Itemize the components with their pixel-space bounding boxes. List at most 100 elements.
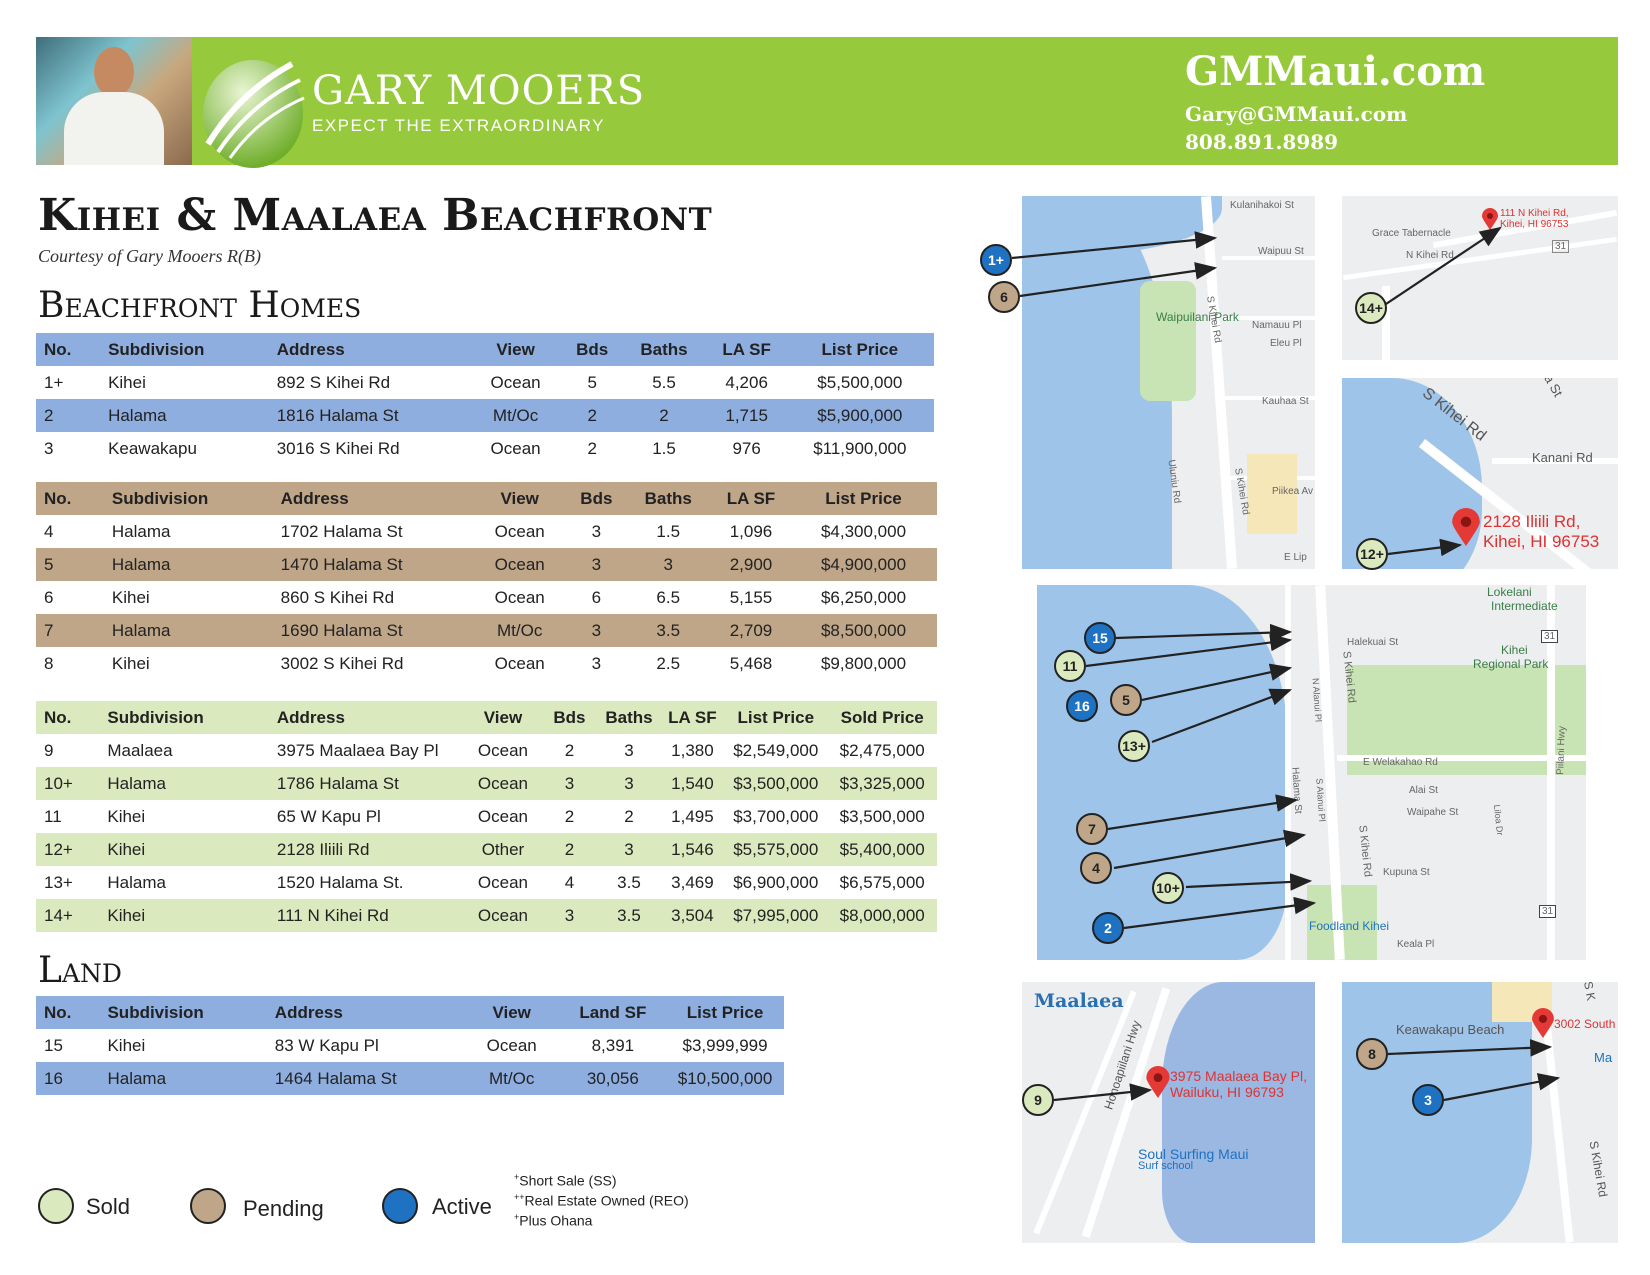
table-cell: 1,096 — [729, 521, 773, 541]
table-cell: 5,155 — [729, 587, 773, 607]
marker-9[interactable]: 9 — [1022, 1084, 1054, 1116]
table-cell: $5,575,000 — [724, 833, 828, 866]
table-cell: Maalaea — [107, 740, 173, 760]
landmark-label: Grace Tabernacle — [1372, 228, 1451, 239]
street-label: S Kihei Rd — [1340, 650, 1358, 704]
table-cell: Halama — [103, 614, 273, 647]
table-cell: $8,500,000 — [790, 614, 937, 647]
column-header: Baths — [624, 482, 712, 515]
table-cell: Halama — [99, 767, 269, 800]
map-pin-icon — [1532, 1008, 1554, 1038]
legend-active-label: Active — [432, 1194, 492, 1219]
footnote-ohana: +Plus Ohana — [514, 1212, 593, 1229]
table-cell: $6,575,000 — [839, 872, 925, 892]
table-cell: 7 — [36, 614, 104, 647]
marker-1[interactable]: 1+ — [980, 244, 1012, 276]
table-cell: Ocean — [477, 806, 529, 826]
marker-14[interactable]: 14+ — [1355, 292, 1387, 324]
column-header: Baths — [620, 333, 708, 366]
table-cell: 65 W Kapu Pl — [276, 806, 381, 826]
table-cell: 15 — [44, 1035, 63, 1055]
table-cell: $3,500,000 — [724, 767, 828, 800]
table-cell: Ocean — [494, 521, 545, 541]
table-cell: 2.5 — [656, 653, 681, 673]
column-header: List Price — [790, 482, 937, 515]
column-header: No. — [36, 482, 104, 515]
legend-pending-label: Pending — [243, 1196, 324, 1221]
table-cell: 2 — [620, 399, 708, 432]
table-cell: Kihei — [99, 833, 269, 866]
column-header: Subdivision — [99, 996, 267, 1029]
website-link[interactable]: GMMaui.com — [1185, 48, 1486, 95]
marker-12[interactable]: 12+ — [1356, 538, 1388, 570]
table-cell: 3 — [624, 548, 712, 581]
table-cell: 8 — [44, 653, 54, 673]
column-header: View — [463, 996, 560, 1029]
street-label: Kauhaa St — [1262, 396, 1309, 407]
column-header: View — [467, 333, 564, 366]
marker-16[interactable]: 16 — [1066, 690, 1098, 722]
street-label: Liloa Dr — [1491, 804, 1506, 836]
table-cell: 1.5 — [652, 438, 676, 458]
table-cell: $4,300,000 — [820, 521, 907, 541]
table-cell: 1,546 — [660, 833, 725, 866]
legend-sold-swatch — [38, 1188, 74, 1224]
column-header: Address — [266, 996, 464, 1029]
table-cell: Halama — [99, 1062, 267, 1095]
table-cell: 3 — [541, 899, 598, 932]
courtesy-line: Courtesy of Gary Mooers R(B) — [38, 246, 261, 266]
street-label: a St — [1541, 378, 1566, 400]
street-label: E Welakahao Rd — [1363, 757, 1438, 768]
table-cell: Other — [464, 833, 542, 866]
email-link[interactable]: Gary@GMMaui.com — [1185, 102, 1408, 126]
table-cell: 6.5 — [656, 587, 681, 607]
table-cell: 8,391 — [591, 1035, 635, 1055]
table-cell: Ocean — [477, 740, 529, 760]
footnote-short-sale: +Short Sale (SS) — [514, 1172, 617, 1189]
table-cell: Kihei — [99, 899, 269, 932]
column-header: Address — [272, 482, 472, 515]
marker-6[interactable]: 6 — [988, 281, 1020, 313]
agent-photo — [36, 37, 192, 165]
marker-4[interactable]: 4 — [1080, 852, 1112, 884]
table-cell: Ocean — [494, 653, 545, 673]
table-cell: 30,056 — [559, 1062, 667, 1095]
table-cell: 1816 Halama St — [268, 399, 468, 432]
table-cell: $5,400,000 — [827, 833, 937, 866]
column-header: Subdivision — [100, 333, 269, 366]
column-header: View — [471, 482, 569, 515]
marker-8[interactable]: 8 — [1356, 1038, 1388, 1070]
map-n-kihei-rd: Grace Tabernacle N Kihei Rd 31 111 N Kih… — [1342, 196, 1618, 360]
street-label: Halama St — [1289, 766, 1304, 815]
landmark-label: Surf school — [1138, 1160, 1194, 1172]
marker-3[interactable]: 3 — [1412, 1084, 1444, 1116]
table-cell: Ocean — [494, 587, 545, 607]
street-label: Halekuai St — [1347, 637, 1399, 648]
marker-5[interactable]: 5 — [1110, 684, 1142, 716]
landmark-label: Lokelani — [1487, 585, 1532, 599]
table-cell: 2 — [541, 833, 598, 866]
map-pin-icon — [1482, 208, 1498, 230]
marker-7[interactable]: 7 — [1076, 813, 1108, 845]
marker-11[interactable]: 11 — [1054, 650, 1086, 682]
phone-number: 808.891.8989 — [1185, 130, 1339, 154]
street-label: S Kihei Rd — [1586, 1139, 1611, 1199]
marker-10[interactable]: 10+ — [1152, 872, 1184, 904]
marker-2[interactable]: 2 — [1092, 912, 1124, 944]
table-cell: 3 — [591, 653, 602, 673]
marker-15[interactable]: 15 — [1084, 622, 1116, 654]
table-cell: Ocean — [464, 899, 542, 932]
pin-address-label: 3002 South — [1554, 1017, 1616, 1031]
table-cell: Halama — [103, 548, 273, 581]
table-cell: 6 — [44, 587, 54, 607]
column-header: Sold Price — [827, 701, 937, 734]
marker-13[interactable]: 13+ — [1118, 730, 1150, 762]
